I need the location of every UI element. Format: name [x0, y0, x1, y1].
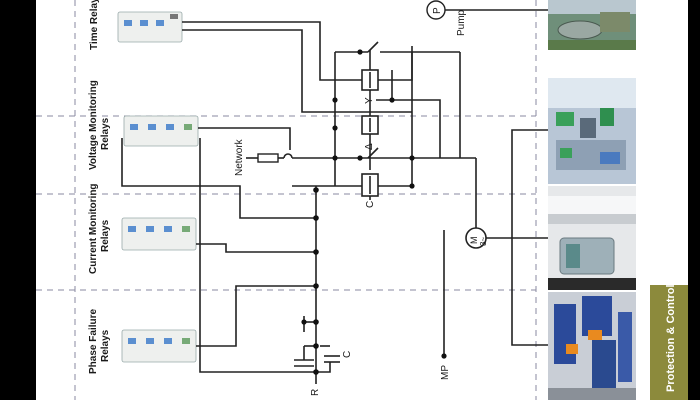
wiring: [121, 9, 548, 384]
switch-mid: [367, 147, 379, 159]
section-title: Protection & Control: [665, 284, 677, 392]
current-relays-label-2: Relays: [100, 219, 111, 252]
contactor-y-label: Y: [364, 97, 375, 104]
motor-m-label: M: [469, 237, 479, 245]
junction-dots: [301, 49, 447, 375]
time-relays-label: Time Relays: [89, 0, 100, 50]
contactor-c-label: C: [365, 201, 376, 208]
current-relay-device: [121, 217, 197, 251]
capacitor-c-label: C: [342, 351, 353, 358]
node-mp-label: MP: [440, 365, 451, 380]
pipe-motor-photo: [548, 186, 636, 290]
node-r-label: R: [310, 389, 321, 396]
phase-relays-label-2: Relays: [100, 329, 111, 362]
contactor-delta-label: Δ: [364, 143, 375, 150]
industrial-hall-photo: [548, 78, 636, 184]
phase-relay-device: [121, 329, 197, 363]
time-relay-device: [117, 11, 183, 43]
blue-pumps-photo: [548, 292, 636, 400]
pump-symbol: [426, 0, 446, 20]
voltage-relay-device: [123, 115, 199, 147]
current-relays-label-1: Current Monitoring: [88, 183, 99, 274]
voltage-relays-label-1: Voltage Monitoring: [88, 80, 99, 170]
network-label: Network: [234, 138, 245, 176]
water-treatment-plant-photo: [548, 0, 636, 50]
pump-label: Pump: [456, 9, 467, 36]
motor-symbol: [465, 227, 487, 249]
switch-top: [367, 41, 379, 53]
phase-relays-label-1: Phase Failure: [88, 309, 99, 374]
motor-phase-label: 3~: [479, 237, 488, 246]
pump-letter: P: [432, 7, 443, 14]
fuse: [257, 153, 279, 163]
section-title-bar: [650, 285, 688, 400]
voltage-relays-label-2: Relays: [100, 117, 111, 150]
